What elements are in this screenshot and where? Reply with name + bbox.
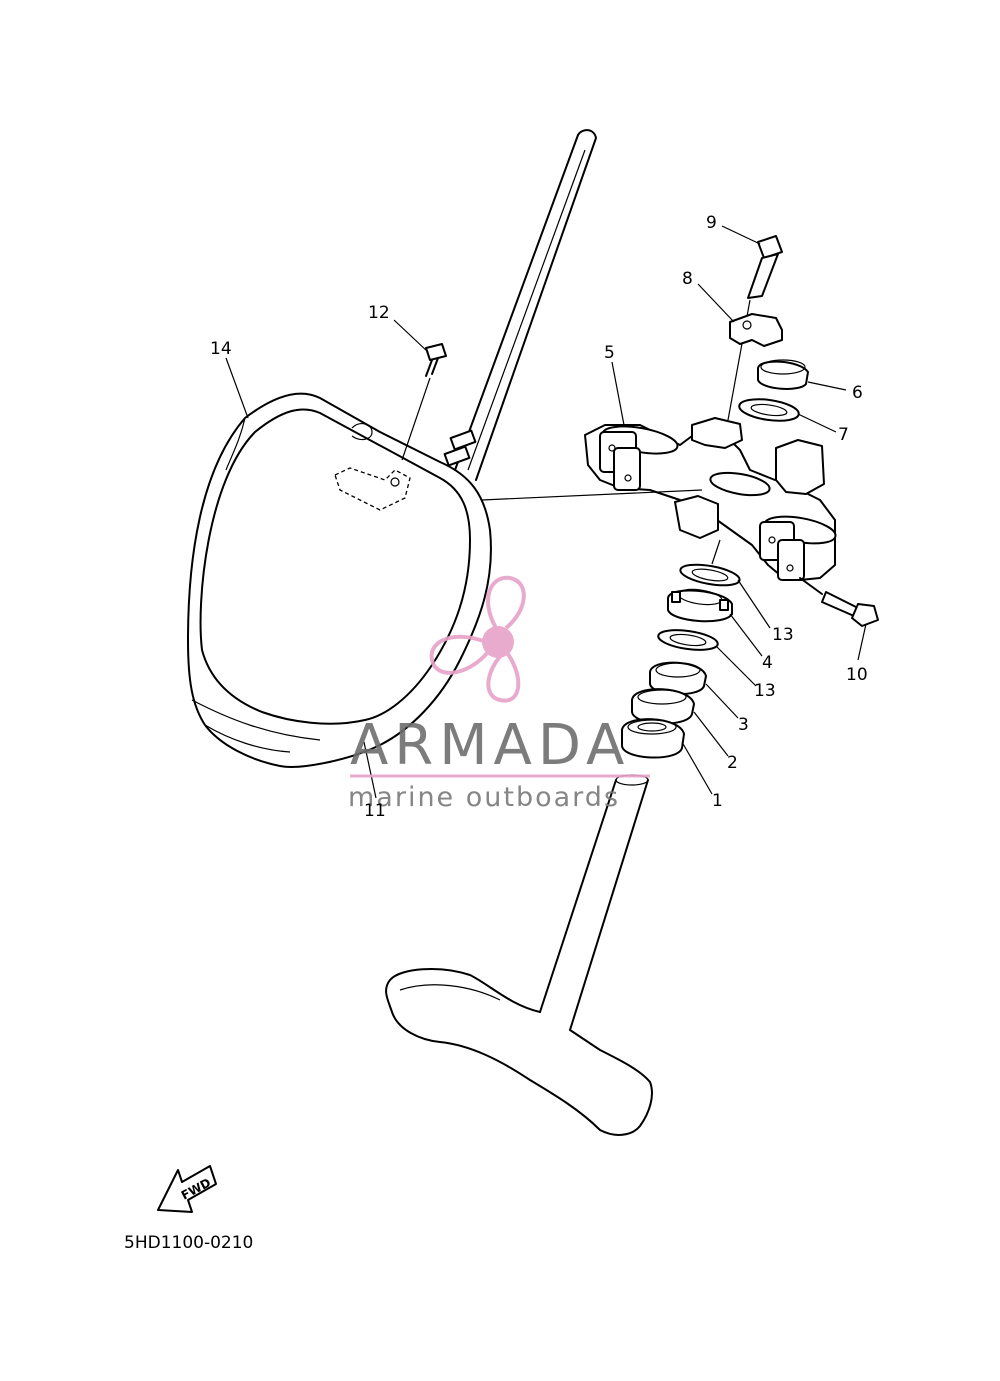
- fwd-arrow-icon: FWD: [157, 1165, 217, 1213]
- bolt-10: [799, 577, 879, 627]
- washer-7: [738, 398, 800, 422]
- propeller-logo-icon: [429, 575, 526, 703]
- plate-strap: [443, 129, 597, 481]
- callout-2: 2: [727, 753, 738, 773]
- number-plate: [187, 392, 492, 768]
- washer-13-lower: [657, 629, 719, 651]
- callout-8: 8: [682, 269, 693, 289]
- watermark-title: ARMADA: [350, 713, 630, 778]
- callout-10: 10: [846, 665, 868, 685]
- bearing-3: [649, 661, 707, 696]
- callout-9: 9: [706, 213, 717, 233]
- callout-12: 12: [368, 303, 390, 323]
- watermark: ARMADA marine outboards: [348, 575, 650, 813]
- steering-stem: [385, 774, 653, 1136]
- callout-5: 5: [604, 343, 615, 363]
- callout-1: 1: [712, 791, 723, 811]
- clamp-8: [729, 313, 783, 347]
- callout-4: 4: [762, 653, 773, 673]
- leader-lines: [225, 225, 867, 799]
- callout-labels: 1 2 3 4 5 6 7 8 9 10 11 12 13 13 14: [210, 213, 868, 821]
- bearing-2: [631, 688, 695, 725]
- upper-bracket-5: [584, 417, 837, 581]
- ring-nut-4: [667, 588, 733, 623]
- callout-7: 7: [838, 425, 849, 445]
- watermark-subtitle: marine outboards: [348, 782, 620, 813]
- callout-6: 6: [852, 383, 863, 403]
- callout-11: 11: [364, 801, 386, 821]
- bearing-1: [621, 718, 685, 759]
- bolt-9: [727, 235, 783, 421]
- callout-3: 3: [738, 715, 749, 735]
- callout-14: 14: [210, 339, 232, 359]
- callout-13-lower: 13: [754, 681, 776, 701]
- washer-13-upper: [679, 563, 741, 587]
- screw-12: [401, 343, 447, 461]
- collar-6: [757, 359, 809, 390]
- callout-13-upper: 13: [772, 625, 794, 645]
- diagram-code: 5HD1100-0210: [124, 1233, 253, 1253]
